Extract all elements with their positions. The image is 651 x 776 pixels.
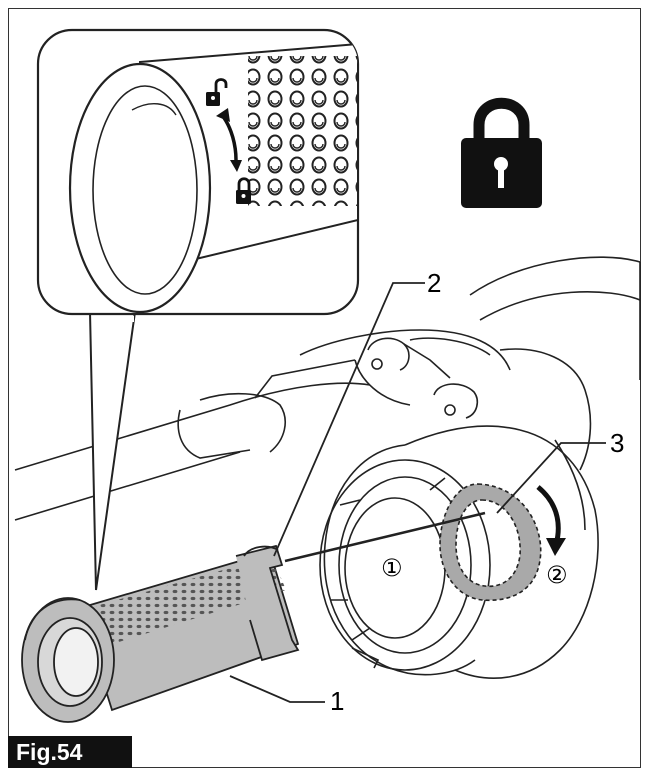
step-2-marker: ② (546, 563, 568, 587)
callout-2: 2 (427, 270, 441, 296)
callout-3: 3 (610, 430, 624, 456)
figure-label: Fig.54 (8, 736, 132, 768)
rotate-arrow-icon (538, 487, 558, 545)
lock-ring-highlight (440, 484, 541, 600)
callout-1: 1 (330, 688, 344, 714)
rotate-arrow-head (546, 538, 566, 556)
detail-inset (38, 30, 358, 590)
step-1-marker: ① (381, 556, 403, 580)
padlock-locked-icon (461, 103, 542, 208)
sleeve-part (22, 546, 298, 722)
